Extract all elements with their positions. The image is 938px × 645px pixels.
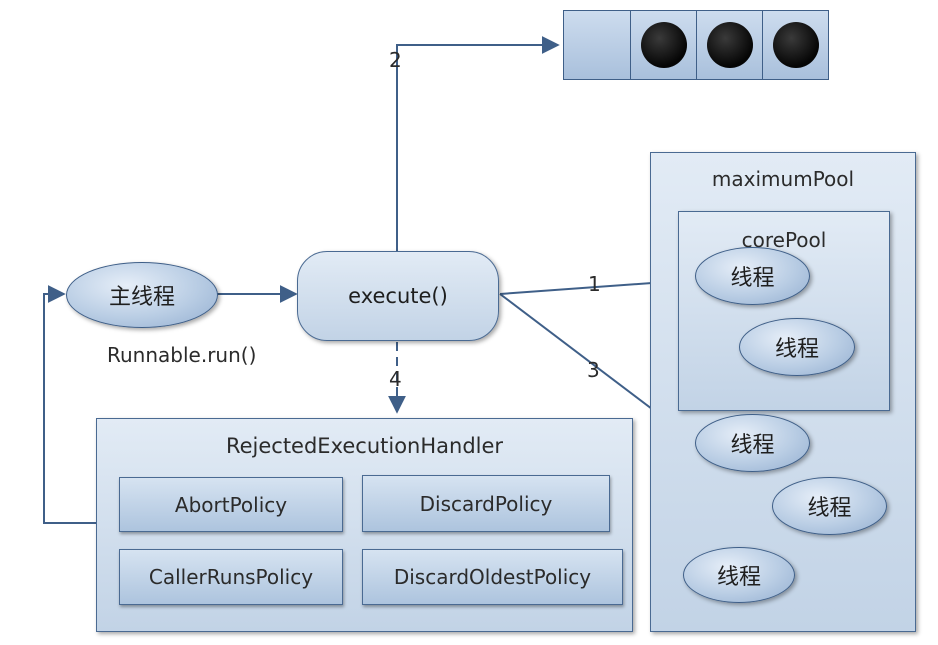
step-2-label: 2: [389, 48, 402, 72]
handler-title: RejectedExecutionHandler: [225, 434, 504, 458]
arrow-2-to-queue: [396, 36, 560, 252]
caller-runs-policy: CallerRunsPolicy: [119, 549, 343, 605]
maximum-pool-title: maximumPool: [711, 167, 855, 191]
queue-slot-empty: [563, 10, 631, 80]
execute-node: execute(): [297, 251, 499, 341]
thread-label: 线程: [730, 433, 775, 458]
step-4-label: 4: [389, 367, 402, 391]
discard-oldest-policy: DiscardOldestPolicy: [362, 549, 623, 605]
abort-policy: AbortPolicy: [119, 477, 343, 532]
main-thread-node: 主线程: [66, 262, 218, 328]
main-thread-label: 主线程: [108, 285, 175, 310]
core-pool: corePool: [678, 211, 890, 411]
thread-label: 线程: [774, 337, 819, 362]
step-1-label: 1: [588, 272, 601, 296]
core-thread: 线程: [695, 247, 810, 305]
step-3-label: 3: [587, 358, 600, 382]
task-dot: [773, 22, 819, 68]
rejected-execution-handler: RejectedExecutionHandler AbortPolicy Dis…: [96, 418, 633, 632]
maximum-pool: maximumPool corePool: [650, 152, 916, 632]
queue-slot: [696, 10, 763, 80]
runnable-run-label: Runnable.run(): [107, 343, 257, 367]
extra-thread: 线程: [772, 477, 887, 535]
core-pool-title: corePool: [741, 228, 827, 252]
arrow-handler-to-main: [43, 285, 96, 524]
task-dot: [641, 22, 687, 68]
thread-label: 线程: [716, 565, 761, 590]
task-dot: [707, 22, 753, 68]
execute-label: execute(): [348, 284, 448, 308]
queue-slot: [630, 10, 697, 80]
extra-thread: 线程: [695, 414, 810, 472]
thread-label: 线程: [807, 496, 852, 521]
queue-slot: [762, 10, 829, 80]
extra-thread: 线程: [683, 547, 795, 603]
thread-label: 线程: [730, 266, 775, 291]
core-thread: 线程: [739, 318, 855, 376]
discard-policy: DiscardPolicy: [362, 475, 610, 532]
